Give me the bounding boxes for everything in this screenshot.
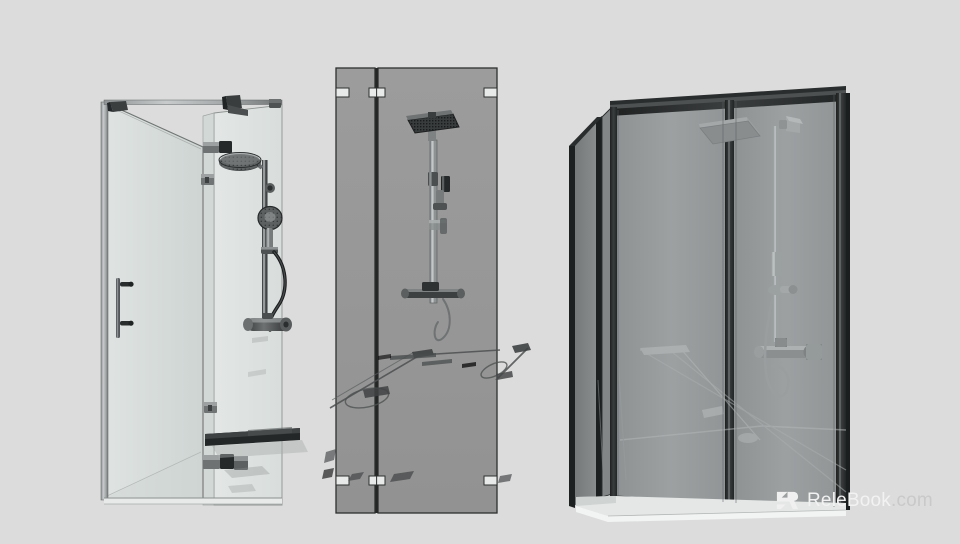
view-left [100, 95, 308, 506]
view-middle [322, 67, 531, 514]
square-rain-shower-head [406, 110, 460, 141]
flexible-shower-hose [763, 298, 790, 398]
flexible-shower-hose [433, 298, 451, 341]
riser-slider-collar [771, 252, 781, 276]
glass-door-panel [105, 102, 204, 499]
handheld-shower-holder [768, 285, 798, 295]
glass-panel-left [335, 67, 376, 514]
rail-end-bracket [269, 99, 281, 108]
wall-elbow-bracket [779, 116, 803, 133]
pivot-hinge-bottom [203, 454, 248, 470]
corner-frame-right [596, 116, 602, 498]
ground-shadow [224, 466, 270, 493]
handheld-shower [433, 176, 450, 210]
handheld-shower-holder [429, 218, 447, 234]
top-support-rail [103, 95, 283, 116]
hinge-block-bottom-left [335, 475, 350, 486]
wall-mount-bracket [107, 101, 128, 112]
linear-floor-drain [205, 427, 308, 458]
frame-left-vertical [610, 107, 617, 499]
door-vertical-post [100, 101, 109, 501]
hinge-block-top-right [483, 87, 498, 98]
pivot-hinge-top [203, 141, 232, 153]
hinge-block-top-left [335, 87, 350, 98]
rail-mid-bracket [222, 95, 248, 116]
pivot-hinge-mid [201, 174, 214, 185]
hinge-block-bottom-right [483, 475, 498, 486]
thermostatic-mixer-valve [754, 338, 822, 360]
interior-ghost-lines [597, 345, 847, 493]
round-handheld-shower [257, 205, 283, 254]
shower-tray-edge [104, 497, 282, 505]
shower-riser-rail [773, 126, 779, 342]
riser-diverter-knob [265, 183, 275, 193]
angled-corner-glass-panel [573, 118, 598, 506]
reflection-ghost-geometry [322, 343, 531, 483]
pivot-hinge-lower [204, 402, 217, 413]
glass-panel-front-right [732, 93, 839, 509]
enclosure-inner-edges [617, 95, 835, 507]
vertical-door-handle [116, 278, 134, 338]
glass-panel-front-left [615, 99, 727, 504]
view-right [569, 86, 850, 522]
hinge-block-bottom-center [368, 475, 386, 486]
corner-frame-left [569, 143, 575, 508]
dark-aluminium-corner-post [725, 100, 734, 504]
glass-glints [248, 336, 268, 377]
riser-diverter-collar [428, 172, 438, 186]
hinge-block-top-center [368, 87, 386, 98]
dark-aluminium-side-frame [836, 93, 850, 510]
thermostatic-mixer-valve [243, 313, 292, 332]
round-rain-shower-head [218, 152, 264, 171]
thermostatic-mixer-valve [401, 282, 465, 299]
shower-riser-rail [262, 160, 268, 330]
corner-frame-top-bevel [569, 117, 602, 146]
